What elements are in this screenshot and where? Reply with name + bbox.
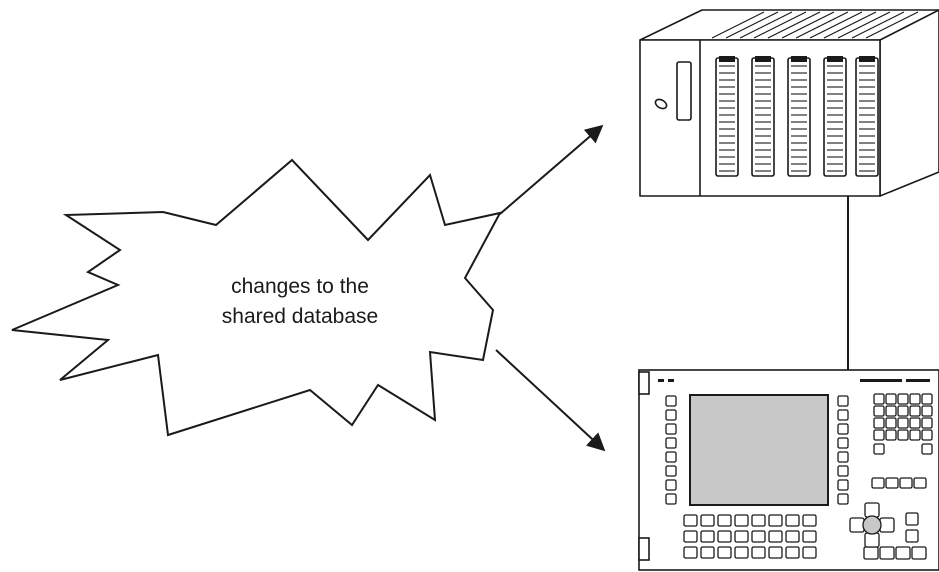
panel-key: [921, 429, 933, 441]
panel-key: [863, 546, 879, 560]
panel-key: [921, 393, 933, 405]
panel-key: [885, 393, 897, 405]
panel-key: [785, 546, 800, 559]
panel-key: [911, 546, 927, 560]
panel-key: [909, 417, 921, 429]
panel-key: [837, 409, 849, 421]
panel-key: [734, 530, 749, 543]
callout-label-line-2: shared database: [221, 305, 379, 328]
panel-key: [802, 546, 817, 559]
panel-key: [683, 546, 698, 559]
panel-key: [873, 405, 885, 417]
panel-key: [905, 512, 919, 526]
panel-key: [751, 514, 766, 527]
panel-key: [897, 405, 909, 417]
panel-key: [683, 514, 698, 527]
panel-key: [837, 493, 849, 505]
panel-key: [885, 417, 897, 429]
plc-io-module: [715, 56, 739, 177]
panel-key: [665, 409, 677, 421]
panel-key: [921, 417, 933, 429]
panel-key: [700, 546, 715, 559]
panel-key: [921, 405, 933, 417]
panel-key: [802, 530, 817, 543]
panel-key: [837, 437, 849, 449]
panel-key: [837, 479, 849, 491]
panel-key: [909, 429, 921, 441]
panel-key: [837, 395, 849, 407]
panel-key: [837, 465, 849, 477]
plc-rack-icon: [639, 9, 939, 197]
panel-key: [700, 530, 715, 543]
panel-key: [717, 530, 732, 543]
panel-key: [768, 546, 783, 559]
panel-key: [665, 423, 677, 435]
panel-key: [751, 546, 766, 559]
panel-key: [895, 546, 911, 560]
panel-key: [837, 451, 849, 463]
panel-key: [751, 530, 766, 543]
panel-key: [665, 493, 677, 505]
panel-key: [665, 465, 677, 477]
panel-key: [683, 530, 698, 543]
panel-key: [897, 429, 909, 441]
panel-key: [768, 530, 783, 543]
panel-key: [665, 437, 677, 449]
panel-key: [802, 514, 817, 527]
panel-key: [665, 479, 677, 491]
panel-key: [885, 477, 899, 489]
panel-key: [665, 395, 677, 407]
panel-key: [873, 393, 885, 405]
operator-panel-icon: [638, 369, 939, 571]
panel-key: [885, 405, 897, 417]
panel-key: [665, 451, 677, 463]
panel-key: [873, 417, 885, 429]
plc-io-module: [823, 56, 847, 177]
panel-key: [734, 514, 749, 527]
panel-key: [905, 529, 919, 543]
arrow-to-plc: [499, 124, 604, 215]
panel-key: [734, 546, 749, 559]
plc-io-module: [855, 56, 879, 177]
callout-label-line-1: changes to the: [231, 275, 369, 298]
plc-io-module: [787, 56, 811, 177]
panel-key: [785, 530, 800, 543]
panel-key: [897, 417, 909, 429]
panel-key: [873, 443, 885, 455]
panel-key: [785, 514, 800, 527]
panel-key: [909, 393, 921, 405]
panel-key: [897, 393, 909, 405]
panel-key: [899, 477, 913, 489]
panel-key: [909, 405, 921, 417]
panel-key: [885, 429, 897, 441]
panel-key: [871, 477, 885, 489]
panel-key: [873, 429, 885, 441]
callout-label: changes to the shared database: [165, 272, 435, 332]
panel-key: [700, 514, 715, 527]
panel-key: [879, 546, 895, 560]
arrow-to-panel: [495, 349, 606, 452]
panel-key: [717, 546, 732, 559]
cursor-pad: [849, 502, 895, 548]
panel-key: [921, 443, 933, 455]
starburst-callout-shape: [11, 158, 502, 437]
plc-io-module: [751, 56, 775, 177]
panel-key: [837, 423, 849, 435]
panel-key: [768, 514, 783, 527]
panel-key: [913, 477, 927, 489]
panel-key: [717, 514, 732, 527]
